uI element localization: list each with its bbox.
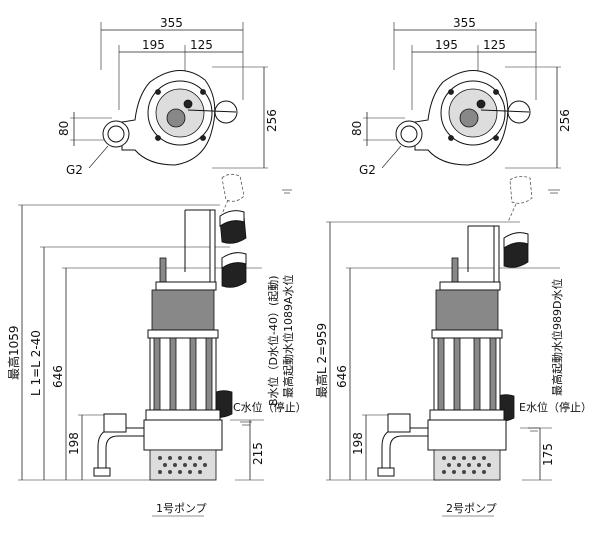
pump1-dim-215: 215 [251,442,265,465]
pump1-dim-646: 646 [51,365,65,388]
pump2-label-d-level: 最高起動水位989D水位 [550,279,564,396]
top2-outlet-g2: G2 [359,163,376,177]
pump1-label-c-level: C水位（停止） [233,400,307,414]
pump2-caption: 2号ポンプ [446,502,497,515]
pump1-dim-max-1059: 最高1059 [6,325,21,380]
top2-dim-355: 355 [453,16,476,30]
pump1-dim-length: L 1=L 2-40 [29,330,43,396]
pump2-side-view: 最高L 2=959 646 198 175 [314,176,592,517]
top1-outlet-g2: G2 [66,163,83,177]
pump1-dim-198: 198 [67,432,81,455]
top1-dim-256: 256 [265,109,279,132]
pump2-dim-max-959: 最高L 2=959 [314,323,329,398]
top2-dim-256: 256 [558,109,572,132]
top1-dim-125: 125 [190,38,213,52]
top1-dim-355: 355 [160,16,183,30]
pump2-label-e-level: E水位（停止） [519,400,592,414]
top1-dim-195: 195 [142,38,165,52]
pump1-label-b-level: B水位（D水位-40）(起動) [266,275,280,406]
top-view-1: 355 195 125 256 80 G2 [57,16,279,177]
top2-dim-195: 195 [435,38,458,52]
pump2-dim-646: 646 [335,365,349,388]
pump1-label-max-level: 最高起動水位1089A水位 [281,274,295,398]
pump1-caption: 1号ポンプ [156,502,207,515]
pump2-dim-198: 198 [351,432,365,455]
top2-dim-80: 80 [350,121,364,136]
pump1-side-view: 最高1059 L 1=L 2-40 646 198 215 [6,174,307,517]
top1-dim-80: 80 [57,121,71,136]
pump2-dim-175: 175 [541,443,555,466]
top-view-2: 355 195 125 256 80 G2 [350,16,572,177]
top2-dim-125: 125 [483,38,506,52]
